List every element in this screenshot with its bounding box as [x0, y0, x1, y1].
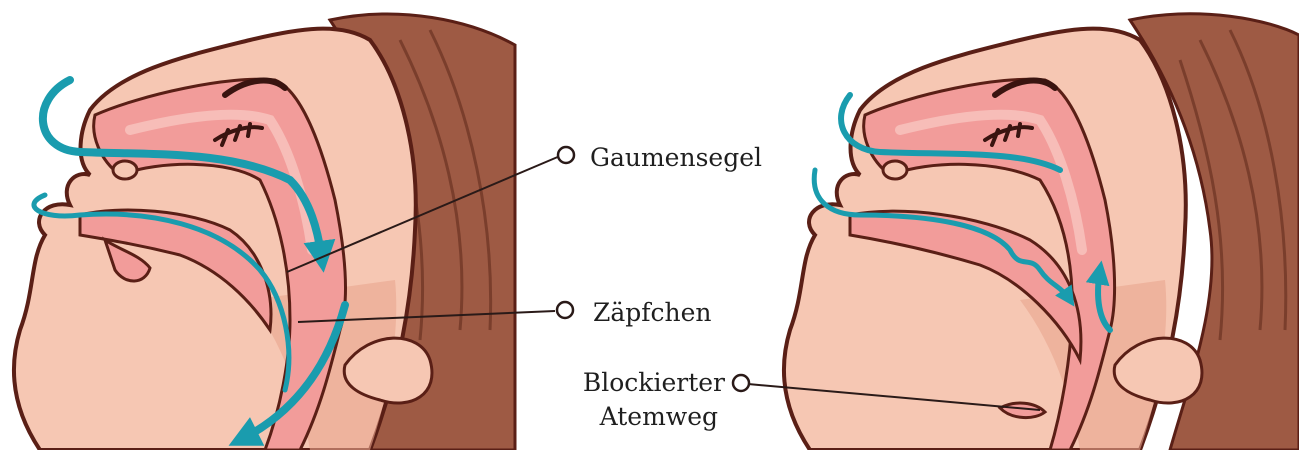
label-uvula: Zäpfchen [593, 298, 712, 327]
blocked-airway-marker [733, 375, 749, 391]
label-blocked-line2: Atemweg [599, 402, 718, 431]
uvula-marker [557, 302, 573, 318]
nostril [883, 161, 907, 179]
label-soft-palate: Gaumensegel [590, 143, 762, 172]
obstructed-airway-panel [784, 14, 1299, 450]
nostril [113, 161, 137, 179]
normal-airway-panel [14, 14, 515, 450]
soft-palate-marker [558, 147, 574, 163]
label-blocked-line1: Blockierter [583, 368, 725, 397]
